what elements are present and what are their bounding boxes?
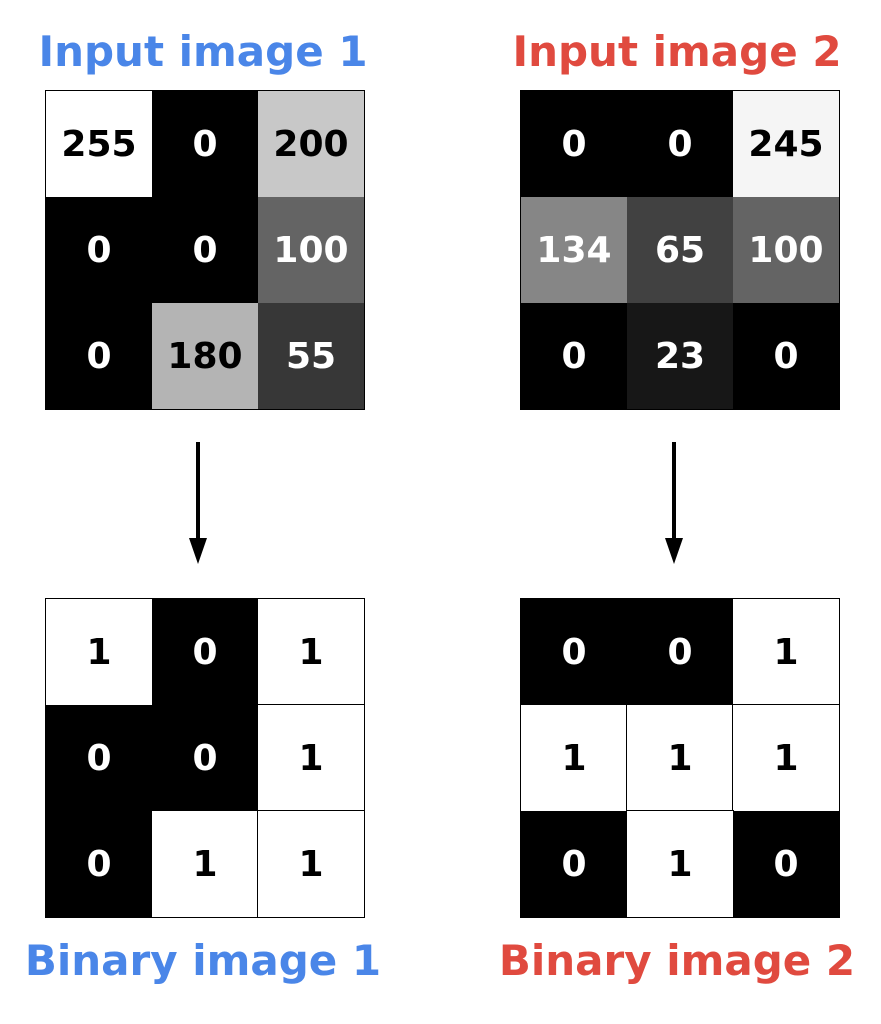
pixel-cell: 100 [258,197,364,303]
pixel-cell: 200 [258,91,364,197]
pixel-cell: 0 [46,197,152,303]
pixel-cell: 1 [732,598,840,706]
pixel-cell: 255 [46,91,152,197]
input-image-2-title: Input image 2 [512,27,842,76]
binary-image-1-title: Binary image 1 [24,936,382,985]
pixel-cell: 0 [152,599,258,705]
pixel-cell: 1 [626,704,734,812]
pixel-cell: 65 [627,197,733,303]
pixel-cell: 55 [258,303,364,409]
pixel-cell: 100 [733,197,839,303]
binary-image-2-title: Binary image 2 [498,936,856,985]
pixel-cell: 1 [45,598,153,706]
pixel-cell: 180 [152,303,258,409]
pixel-cell: 0 [46,705,152,811]
pixel-cell: 245 [733,91,839,197]
pixel-cell: 0 [627,599,733,705]
pixel-cell: 1 [520,704,628,812]
pixel-cell: 0 [733,303,839,409]
pixel-cell: 1 [257,810,365,918]
pixel-cell: 0 [152,91,258,197]
pixel-cell: 0 [521,599,627,705]
pixel-cell: 23 [627,303,733,409]
arrow-down-icon [189,442,207,564]
arrow-down-icon [665,442,683,564]
pixel-cell: 0 [152,705,258,811]
pixel-cell: 1 [257,704,365,812]
pixel-cell: 1 [257,598,365,706]
pixel-cell: 0 [152,197,258,303]
pixel-cell: 1 [732,704,840,812]
pixel-cell: 0 [46,811,152,917]
pixel-cell: 1 [626,810,734,918]
pixel-cell: 134 [521,197,627,303]
pixel-cell: 0 [627,91,733,197]
pixel-cell: 0 [521,811,627,917]
pixel-cell: 0 [733,811,839,917]
pixel-cell: 0 [521,91,627,197]
pixel-cell: 0 [46,303,152,409]
input-image-1-title: Input image 1 [38,27,368,76]
pixel-cell: 0 [521,303,627,409]
pixel-cell: 1 [151,810,259,918]
